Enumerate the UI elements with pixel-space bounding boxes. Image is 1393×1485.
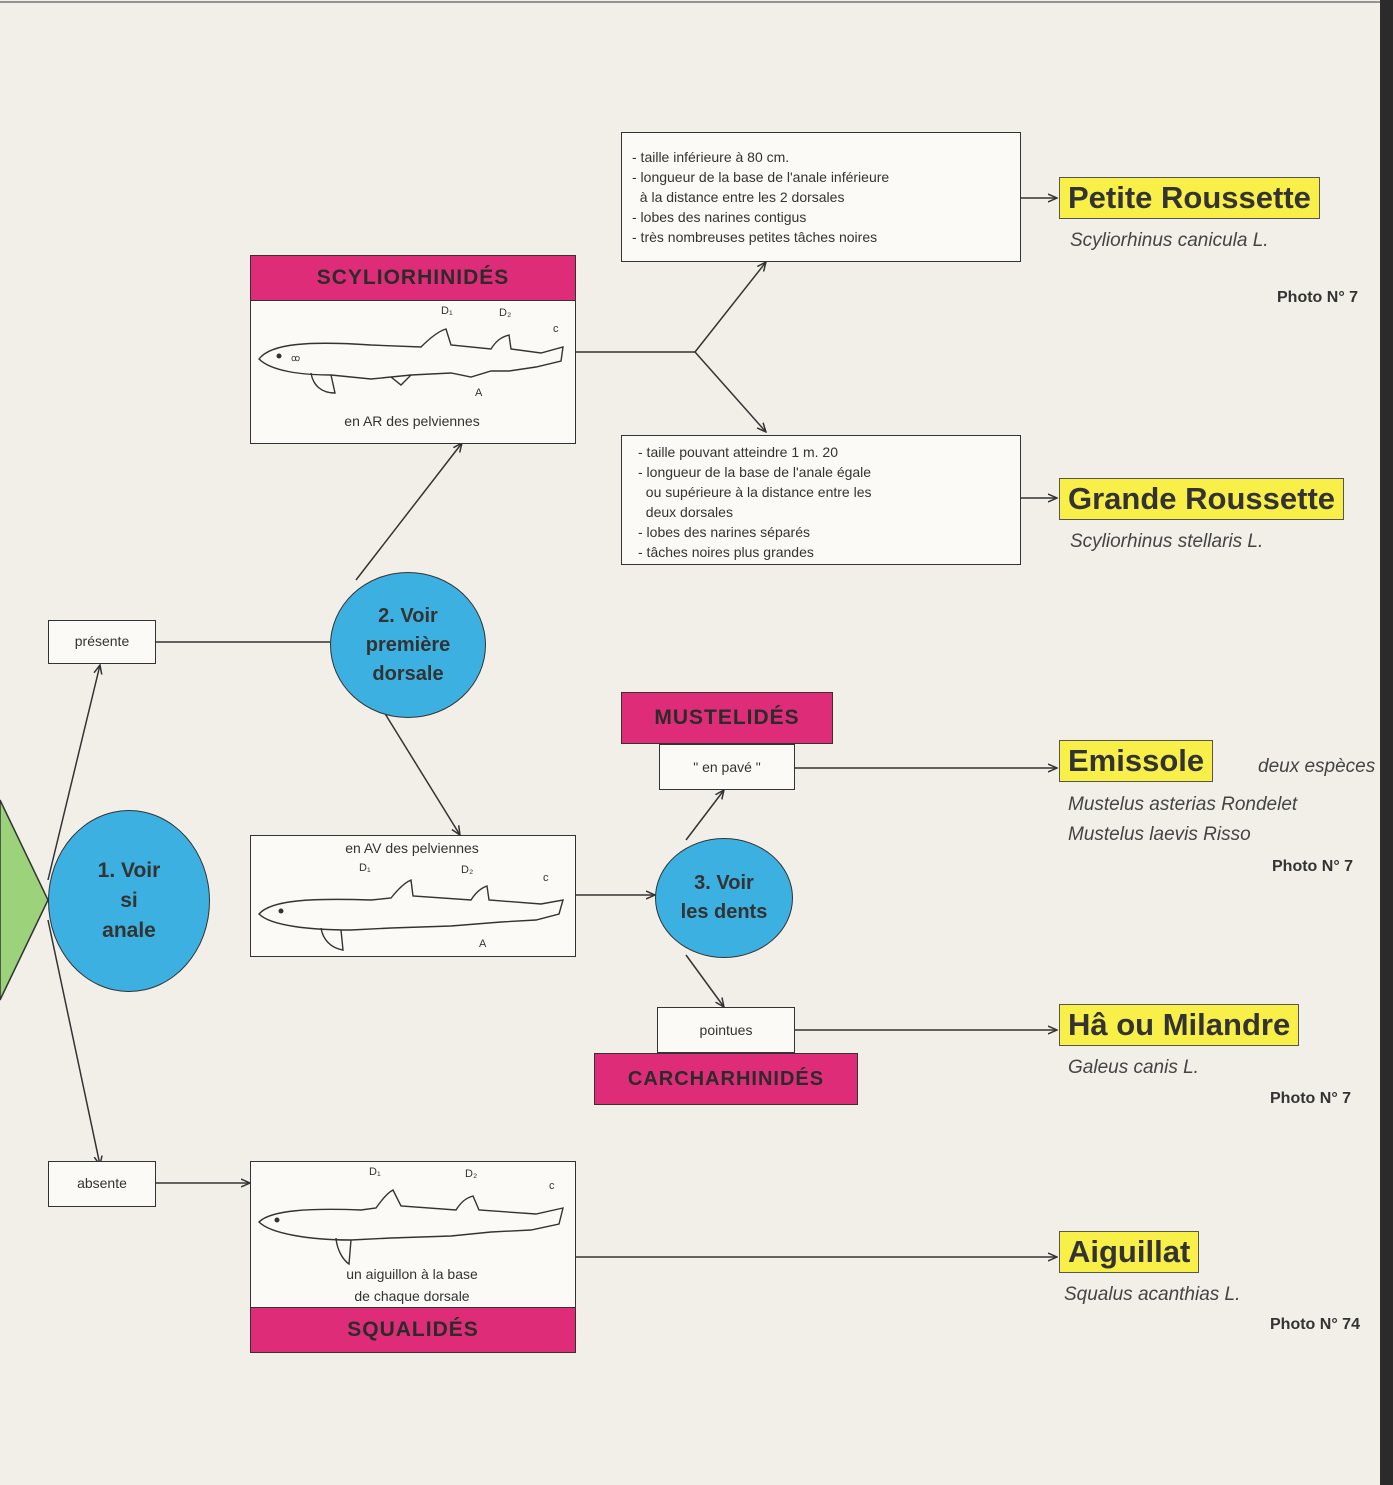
criteria-line: - très nombreuses petites tâches noires bbox=[632, 229, 878, 245]
label-d1: D₁ bbox=[441, 305, 453, 317]
label-c: c bbox=[553, 323, 559, 335]
photo-ref-petite: Photo N° 7 bbox=[1277, 289, 1359, 306]
squalides-figure: D₁ D₂ c un aiguillon à la base de chaque… bbox=[250, 1161, 576, 1309]
petite-criteria-box: - taille inférieure à 80 cm. - longueur … bbox=[621, 132, 1021, 262]
criteria-line: ou supérieure à la distance entre les bbox=[638, 484, 872, 500]
photo-ref-aiguillat: Photo N° 74 bbox=[1270, 1316, 1360, 1333]
family-squalides: SQUALIDÉS bbox=[250, 1307, 576, 1353]
species-petite-roussette: Petite Roussette bbox=[1059, 177, 1320, 219]
step2-line3: dorsale bbox=[372, 662, 444, 685]
step3-line2: les dents bbox=[680, 901, 768, 923]
teeth-en-pave: " en pavé " bbox=[659, 744, 795, 790]
sci-grande-roussette: Scyliorhinus stellaris L. bbox=[1070, 531, 1264, 552]
criteria-line: à la distance entre les 2 dorsales bbox=[632, 189, 845, 205]
shark-drawing-av bbox=[258, 879, 564, 951]
step1-line3: anale bbox=[102, 919, 156, 942]
label-d2: D₂ bbox=[499, 307, 512, 319]
sci-emissole-1: Mustelus asterias Rondelet bbox=[1068, 794, 1298, 815]
sci-aiguillat: Squalus acanthias L. bbox=[1064, 1284, 1241, 1305]
label-d1: D₁ bbox=[369, 1166, 381, 1178]
step3-line1: 3. Voir bbox=[694, 872, 754, 894]
label-d1: D₁ bbox=[359, 862, 371, 874]
step1-circle: 1. Voir si anale bbox=[48, 810, 210, 992]
scyliorhinides-caption: en AR des pelviennes bbox=[344, 413, 480, 429]
step1-line1: 1. Voir bbox=[97, 859, 161, 882]
criteria-line: - longueur de la base de l'anale inférie… bbox=[632, 169, 890, 185]
step2-circle: 2. Voir première dorsale bbox=[330, 572, 486, 718]
species-grande-roussette: Grande Roussette bbox=[1059, 478, 1345, 520]
label-a: A bbox=[475, 387, 483, 399]
sci-emissole-2: Mustelus laevis Risso bbox=[1068, 824, 1251, 845]
photo-ref-emissole: Photo N° 7 bbox=[1272, 858, 1354, 875]
species-aiguillat: Aiguillat bbox=[1059, 1231, 1200, 1273]
step3-circle: 3. Voir les dents bbox=[655, 838, 793, 958]
av-caption: en AV des pelviennes bbox=[345, 840, 479, 856]
label-c: c bbox=[543, 872, 549, 884]
criteria-line: deux dorsales bbox=[638, 504, 733, 520]
squalides-caption-2: de chaque dorsale bbox=[354, 1288, 470, 1304]
scyliorhinides-figure: ꝏ D₁ D₂ c A en AR des pelviennes bbox=[250, 300, 576, 444]
shark-drawing-ar: ꝏ bbox=[258, 328, 564, 394]
criteria-line: - lobes des narines contigus bbox=[632, 209, 807, 225]
family-carcharhinides: CARCHARHINIDÉS bbox=[594, 1053, 858, 1105]
label-d2: D₂ bbox=[461, 864, 474, 876]
species-ha-milandre: Hâ ou Milandre bbox=[1059, 1004, 1300, 1046]
shark-drawing-squal bbox=[258, 1189, 564, 1266]
step2-line2: première bbox=[365, 633, 451, 656]
criteria-line: - taille pouvant atteindre 1 m. 20 bbox=[638, 444, 839, 460]
grande-criteria-box: - taille pouvant atteindre 1 m. 20 - lon… bbox=[621, 435, 1021, 565]
branch-absente: absente bbox=[48, 1161, 156, 1207]
label-a: A bbox=[479, 938, 487, 950]
photo-ref-ha: Photo N° 7 bbox=[1270, 1090, 1352, 1107]
page-edge bbox=[1380, 0, 1393, 1485]
family-mustelides: MUSTELIDÉS bbox=[621, 692, 833, 744]
emissole-note: deux espèces bbox=[1258, 756, 1376, 777]
squalides-caption-1: un aiguillon à la base bbox=[346, 1266, 478, 1282]
label-c: c bbox=[549, 1180, 555, 1192]
av-figure: en AV des pelviennes D₁ D₂ c A bbox=[250, 835, 576, 957]
criteria-line: - taille inférieure à 80 cm. bbox=[632, 149, 790, 165]
species-emissole: Emissole bbox=[1059, 740, 1214, 782]
criteria-line: - lobes des narines séparés bbox=[638, 524, 810, 540]
branch-presente: présente bbox=[48, 620, 156, 664]
criteria-line: - longueur de la base de l'anale égale bbox=[638, 464, 872, 480]
step2-line1: 2. Voir bbox=[378, 604, 438, 627]
sci-ha-milandre: Galeus canis L. bbox=[1068, 1057, 1199, 1078]
family-scyliorhinides: SCYLIORHINIDÉS bbox=[250, 255, 576, 301]
start-diamond bbox=[0, 799, 49, 1001]
svg-text:ꝏ: ꝏ bbox=[291, 353, 300, 363]
criteria-line: - tâches noires plus grandes bbox=[638, 544, 814, 560]
step1-line2: si bbox=[120, 889, 138, 912]
sci-petite-roussette: Scyliorhinus canicula L. bbox=[1070, 230, 1269, 251]
label-d2: D₂ bbox=[465, 1168, 478, 1180]
teeth-pointues: pointues bbox=[657, 1007, 795, 1053]
